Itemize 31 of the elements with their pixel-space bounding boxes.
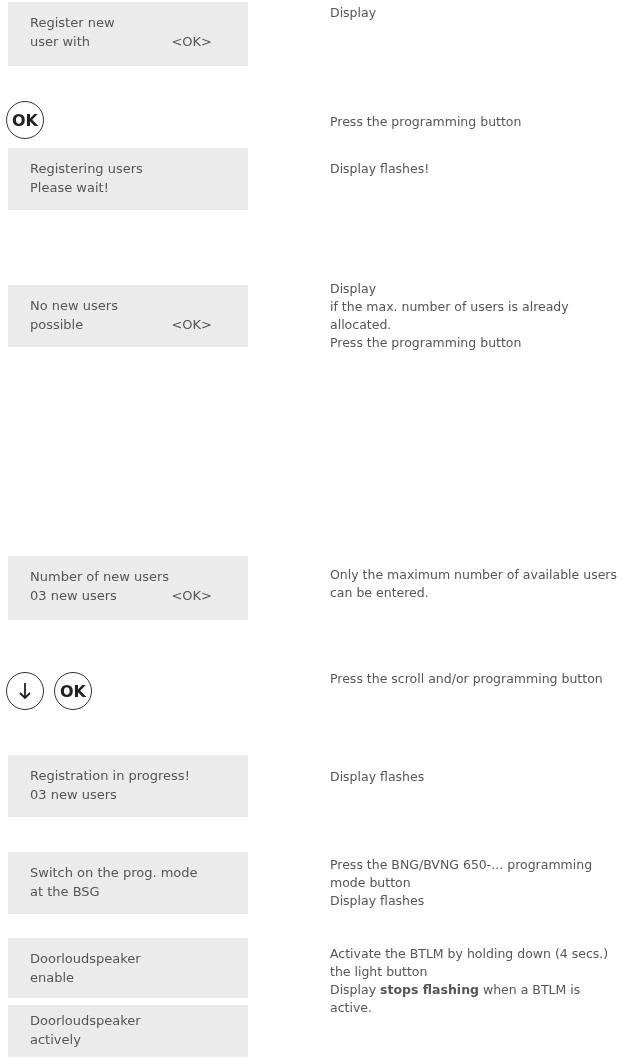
display-text: Register new: [30, 14, 115, 32]
display-text: <OK>: [171, 316, 212, 334]
display-text: <OK>: [171, 587, 212, 605]
display-text: Registering users: [30, 160, 143, 178]
display-text: user with: [30, 33, 91, 51]
display-text: <OK>: [171, 33, 212, 51]
display-text: 03 new users: [30, 587, 117, 605]
instruction-text: Press the scroll and/or programming button: [330, 670, 604, 688]
display-text: at the BSG: [30, 883, 100, 901]
display-text: Switch on the prog. mode: [30, 864, 198, 882]
instruction-text: Display flashes!: [330, 160, 431, 178]
instruction-text: if the max. number of users is already allocated.: [330, 298, 570, 334]
display-text: 03 new users: [30, 786, 117, 804]
instruction-text: Display stops flashing when a BTLM is active.: [330, 981, 582, 1017]
instruction-text: Display: [330, 280, 378, 298]
display-text: enable: [30, 969, 75, 987]
display-text: Please wait!: [30, 179, 109, 197]
instruction-text: Press the programming button: [330, 113, 523, 131]
display-text: Number of new users: [30, 568, 170, 586]
display-text: possible: [30, 316, 84, 334]
instruction-text: Display flashes: [330, 892, 426, 910]
display-text: No new users: [30, 297, 118, 315]
instruction-text: Press the BNG/BVNG 650-... programming mode button: [330, 856, 594, 892]
display-text: Doorloudspeaker: [30, 1012, 141, 1030]
instruction-text: Display: [330, 4, 378, 22]
instruction-text: Press the programming button: [330, 334, 523, 352]
instruction-text: Display flashes: [330, 768, 426, 786]
display-text: Registration in progress!: [30, 767, 190, 785]
display-text: actively: [30, 1031, 81, 1049]
instruction-text: Only the maximum number of available users can be entered.: [330, 566, 618, 602]
display-text: Doorloudspeaker: [30, 950, 141, 968]
